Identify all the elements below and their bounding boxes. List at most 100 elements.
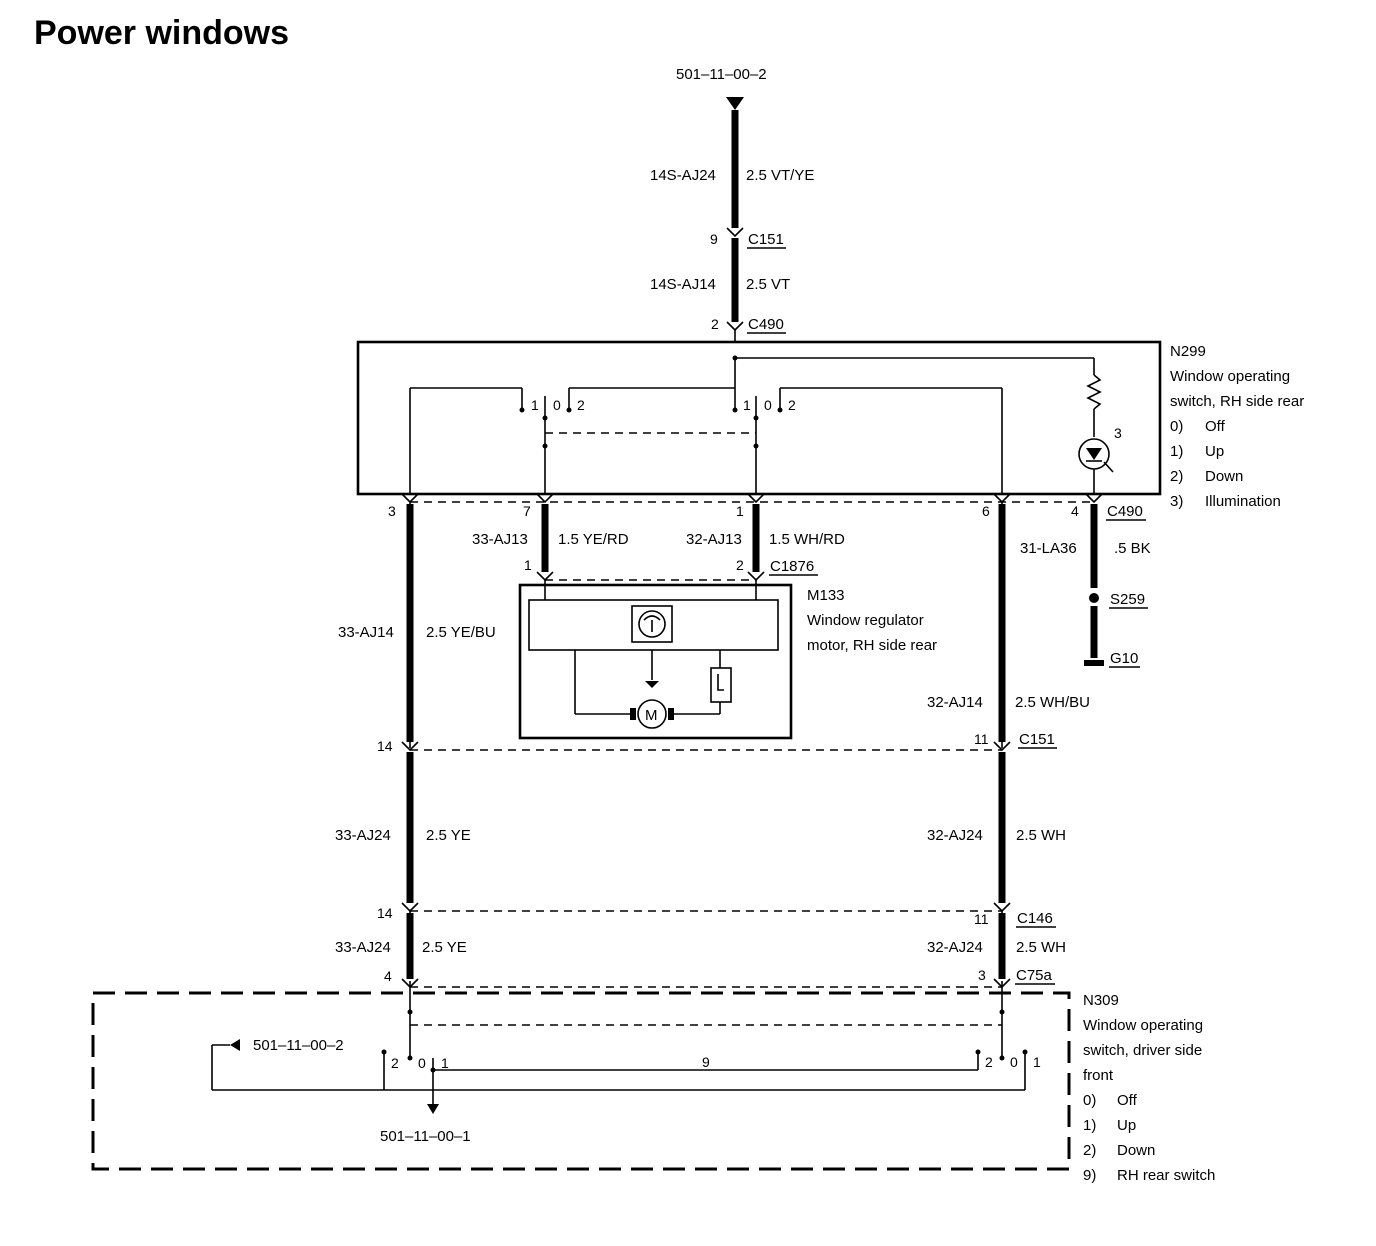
pin-9: 9 bbox=[710, 231, 718, 247]
pin-14a: 14 bbox=[377, 738, 393, 754]
sw2-pin-2: 2 bbox=[788, 397, 796, 413]
hall-sensor-icon bbox=[710, 667, 732, 703]
conn-c490-right: C490 bbox=[1107, 503, 1143, 520]
w4-code: 32-AJ13 bbox=[686, 531, 742, 548]
sw1-pin-0: 0 bbox=[553, 397, 561, 413]
conn-c75a: C75a bbox=[1016, 967, 1053, 984]
splice-s259: S259 bbox=[1110, 591, 1145, 608]
n299-legend-text: Off bbox=[1205, 418, 1226, 435]
w5-spec: .5 BK bbox=[1114, 540, 1151, 557]
n309-left-ref: 501–11–00–2 bbox=[253, 1037, 344, 1054]
conn-c1876: C1876 bbox=[770, 558, 814, 575]
n309-id: N309 bbox=[1083, 992, 1119, 1009]
m133-name-2: motor, RH side rear bbox=[807, 637, 937, 654]
pin-4b: 4 bbox=[384, 968, 392, 984]
motor-pin-1: 1 bbox=[524, 557, 532, 573]
internal-ground-icon bbox=[645, 681, 659, 688]
w11-spec: 2.5 WH bbox=[1016, 939, 1066, 956]
motor-symbol: M bbox=[645, 707, 658, 724]
top-ref-label: 501–11–00–2 bbox=[676, 66, 767, 83]
n309-bottom-ref: 501–11–00–1 bbox=[380, 1128, 471, 1145]
w7-spec: 2.5 WH/BU bbox=[1015, 694, 1090, 711]
ground-icon bbox=[1084, 660, 1104, 666]
arrow-out-icon bbox=[427, 1104, 439, 1114]
n309-switch-box bbox=[91, 991, 1071, 1171]
resistor-icon bbox=[1086, 374, 1102, 410]
n309-name-1: Window operating bbox=[1083, 1017, 1203, 1034]
arrow-in-icon bbox=[726, 97, 744, 110]
w4-spec: 1.5 WH/RD bbox=[769, 531, 845, 548]
n309-name-2: switch, driver side bbox=[1083, 1042, 1202, 1059]
conn-c151-top: C151 bbox=[748, 231, 784, 248]
splice-icon bbox=[1089, 593, 1099, 603]
w2-spec: 2.5 VT bbox=[746, 276, 790, 293]
motor-icon bbox=[637, 699, 667, 729]
n299-legend-text: Up bbox=[1205, 443, 1224, 460]
sw2-pin-0: 0 bbox=[764, 397, 772, 413]
d-pin-2a: 2 bbox=[391, 1055, 399, 1071]
n299-legend-num: 2) bbox=[1170, 468, 1183, 485]
n309-legend-num: 0) bbox=[1083, 1092, 1096, 1109]
n299-name-1: Window operating bbox=[1170, 368, 1290, 385]
m133-id: M133 bbox=[807, 587, 845, 604]
m133-motor-box bbox=[518, 583, 793, 740]
pin-3: 3 bbox=[388, 503, 396, 519]
conn-c151-mid: C151 bbox=[1019, 731, 1055, 748]
w1-code: 14S-AJ24 bbox=[650, 167, 716, 184]
n309-name-3: front bbox=[1083, 1067, 1114, 1084]
n299-legend-num: 3) bbox=[1170, 493, 1183, 510]
pin-3b: 3 bbox=[978, 967, 986, 983]
connector-chevron-icon bbox=[726, 227, 744, 238]
n309-legend-num: 1) bbox=[1083, 1117, 1096, 1134]
ground-g10: G10 bbox=[1110, 650, 1138, 667]
n299-switch-box bbox=[356, 340, 1162, 496]
w1-spec: 2.5 VT/YE bbox=[746, 167, 814, 184]
pin-1: 1 bbox=[736, 503, 744, 519]
sw2-pin-1: 1 bbox=[743, 397, 751, 413]
w8-code: 33-AJ24 bbox=[335, 827, 391, 844]
n299-id: N299 bbox=[1170, 343, 1206, 360]
n309-legend-num: 9) bbox=[1083, 1167, 1096, 1184]
electronic-module-icon bbox=[631, 605, 673, 643]
w8-spec: 2.5 YE bbox=[426, 827, 471, 844]
d-pin-0a: 0 bbox=[418, 1055, 426, 1071]
n309-legend-text: Up bbox=[1117, 1117, 1136, 1134]
connector-chevron-icon bbox=[726, 321, 744, 332]
motor-pin-2: 2 bbox=[736, 557, 744, 573]
n309-legend-text: Off bbox=[1117, 1092, 1138, 1109]
pin-6: 6 bbox=[982, 503, 990, 519]
d-pin-1b: 1 bbox=[1033, 1054, 1041, 1070]
w10-spec: 2.5 YE bbox=[422, 939, 467, 956]
n299-legend-text: Illumination bbox=[1205, 493, 1281, 510]
m133-name-1: Window regulator bbox=[807, 612, 924, 629]
motor-control-module bbox=[528, 599, 779, 651]
page-title: Power windows bbox=[34, 14, 289, 52]
w5-code: 31-LA36 bbox=[1020, 540, 1077, 557]
conn-c146: C146 bbox=[1017, 910, 1053, 927]
pin-11a: 11 bbox=[974, 731, 989, 747]
n309-legend-text: RH rear switch bbox=[1117, 1167, 1215, 1184]
d-pin-1a: 1 bbox=[441, 1055, 449, 1071]
lamp-pin-3: 3 bbox=[1114, 425, 1122, 441]
arrow-in-icon bbox=[230, 1039, 240, 1051]
w9-code: 32-AJ24 bbox=[927, 827, 983, 844]
d-pin-9: 9 bbox=[702, 1054, 710, 1070]
pin-14b: 14 bbox=[377, 905, 393, 921]
w3-spec: 1.5 YE/RD bbox=[558, 531, 629, 548]
w9-spec: 2.5 WH bbox=[1016, 827, 1066, 844]
pin-11b: 11 bbox=[974, 911, 989, 927]
n309-legend-text: Down bbox=[1117, 1142, 1155, 1159]
sw1-pin-1: 1 bbox=[531, 397, 539, 413]
sw1-pin-2: 2 bbox=[577, 397, 585, 413]
w10-code: 33-AJ24 bbox=[335, 939, 391, 956]
pin-2: 2 bbox=[711, 316, 719, 332]
pin-7: 7 bbox=[523, 503, 531, 519]
w6-spec: 2.5 YE/BU bbox=[426, 624, 496, 641]
n299-legend-text: Down bbox=[1205, 468, 1243, 485]
n299-legend-num: 0) bbox=[1170, 418, 1183, 435]
w11-code: 32-AJ24 bbox=[927, 939, 983, 956]
n299-name-2: switch, RH side rear bbox=[1170, 393, 1304, 410]
w7-code: 32-AJ14 bbox=[927, 694, 983, 711]
d-pin-0b: 0 bbox=[1010, 1054, 1018, 1070]
w2-code: 14S-AJ14 bbox=[650, 276, 716, 293]
